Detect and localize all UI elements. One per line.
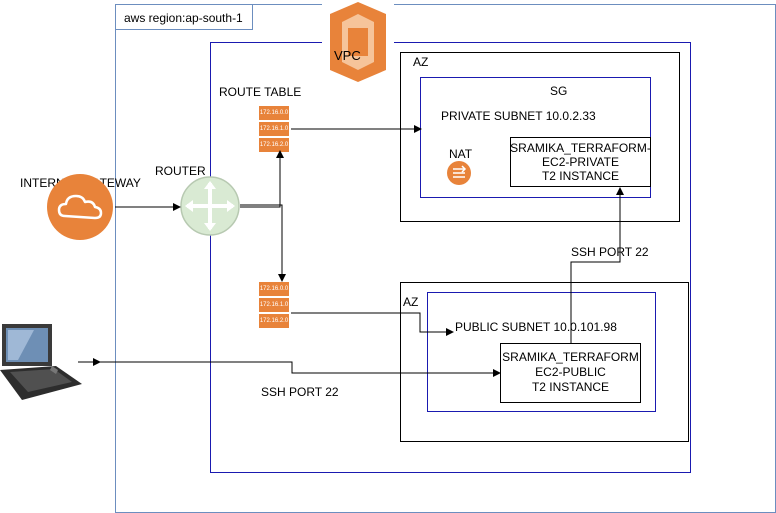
- router-to-bottom-route-line: [240, 204, 286, 282]
- sg-label: SG: [550, 84, 568, 98]
- route-table-label: ROUTE TABLE: [219, 85, 302, 99]
- laptop-to-public-instance-line-2: [100, 361, 501, 377]
- vpc-container: [210, 42, 691, 473]
- route-entry: 172.16.2.0: [259, 314, 289, 328]
- private-instance-size: T2 INSTANCE: [541, 169, 620, 183]
- public-instance-type: EC2-PUBLIC: [535, 365, 606, 379]
- vpc-icon: [322, 0, 394, 84]
- ssh-private-label: SSH PORT 22: [571, 245, 649, 259]
- router-icon: [180, 176, 240, 236]
- router-label: ROUTER: [155, 164, 206, 178]
- region-label: aws region:ap-south-1: [124, 11, 243, 25]
- ssh-public-label: SSH PORT 22: [261, 385, 339, 399]
- private-instance-type: EC2-PRIVATE: [542, 155, 619, 169]
- internet-gateway-icon: [47, 174, 113, 240]
- route-entry: 172.16.2.0: [259, 138, 289, 152]
- route-entry: 172.16.1.0: [259, 298, 289, 312]
- private-instance-name: SRAMIKA_TERRAFORM-: [510, 141, 651, 155]
- public-subnet-label: PUBLIC SUBNET 10.0.101.98: [455, 320, 617, 334]
- route-table-top: 172.16.0.0 172.16.1.0 172.16.2.0: [259, 106, 289, 154]
- vpc-label: VPC: [334, 48, 361, 63]
- route-to-public-subnet-line: [291, 312, 454, 336]
- az-private-container: [400, 52, 680, 222]
- route-entry: 172.16.1.0: [259, 122, 289, 136]
- route-table-bottom: 172.16.0.0 172.16.1.0 172.16.2.0: [259, 282, 289, 330]
- private-subnet-label: PRIVATE SUBNET 10.0.2.33: [441, 109, 596, 123]
- private-instance-box: [510, 137, 651, 187]
- public-instance-size: T2 INSTANCE: [531, 380, 610, 394]
- router-to-top-route-line: [240, 150, 284, 208]
- az-public-container: [400, 282, 689, 442]
- nat-label: NAT: [449, 147, 473, 161]
- laptop-icon: [0, 324, 82, 400]
- region-label-box: [115, 4, 253, 30]
- public-subnet-container: [427, 292, 656, 412]
- az-public-label: AZ: [403, 295, 419, 309]
- public-to-private-ssh-line: [570, 187, 624, 343]
- public-instance-name: SRAMIKA_TERRAFORM: [502, 350, 639, 364]
- route-entry: 172.16.0.0: [259, 282, 289, 296]
- az-private-label: AZ: [413, 55, 429, 69]
- route-entry: 172.16.0.0: [259, 106, 289, 120]
- nat-gateway-icon: [447, 161, 471, 185]
